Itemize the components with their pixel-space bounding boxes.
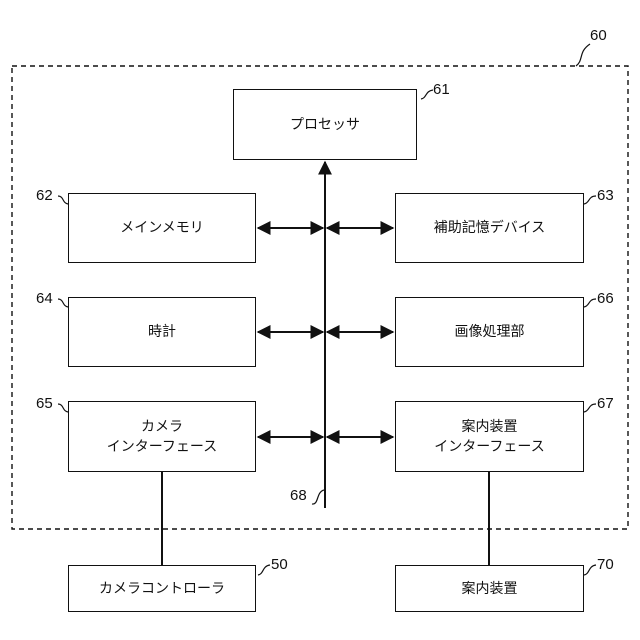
- leader-50: [258, 565, 270, 575]
- ref-68: 68: [290, 488, 307, 504]
- leader-67: [584, 404, 596, 412]
- image-proc-label: 画像処理部: [455, 322, 525, 342]
- clock-block: 時計: [68, 297, 256, 367]
- ref-61: 61: [433, 82, 450, 98]
- clock-label: 時計: [148, 322, 176, 342]
- guide-if-block: 案内装置 インターフェース: [395, 401, 584, 472]
- ref-60: 60: [590, 28, 607, 44]
- aux-storage-label: 補助記憶デバイス: [434, 218, 546, 238]
- processor-label: プロセッサ: [290, 115, 360, 135]
- guide-if-label-line2: インターフェース: [434, 437, 544, 457]
- ref-50: 50: [271, 557, 288, 573]
- leader-68: [312, 490, 324, 504]
- leader-65: [58, 404, 68, 412]
- camera-if-label-line1: カメラ: [141, 417, 183, 437]
- leader-63: [584, 196, 596, 204]
- guide-device-label: 案内装置: [462, 579, 518, 599]
- ref-70: 70: [597, 557, 614, 573]
- leader-60: [576, 44, 590, 66]
- camera-if-label-line2: インターフェース: [107, 437, 217, 457]
- ref-66: 66: [597, 291, 614, 307]
- main-memory-label: メインメモリ: [120, 218, 204, 238]
- guide-device-block: 案内装置: [395, 565, 584, 612]
- ref-67: 67: [597, 396, 614, 412]
- processor-block: プロセッサ: [233, 89, 417, 160]
- leader-61: [421, 90, 433, 99]
- ref-62: 62: [36, 188, 53, 204]
- camera-controller-label: カメラコントローラ: [99, 579, 225, 599]
- main-memory-block: メインメモリ: [68, 193, 256, 263]
- camera-controller-block: カメラコントローラ: [68, 565, 256, 612]
- aux-storage-block: 補助記憶デバイス: [395, 193, 584, 263]
- ref-64: 64: [36, 291, 53, 307]
- camera-if-block: カメラ インターフェース: [68, 401, 256, 472]
- image-proc-block: 画像処理部: [395, 297, 584, 367]
- leader-70: [584, 565, 596, 575]
- guide-if-label-line1: 案内装置: [462, 417, 518, 437]
- leader-62: [58, 196, 68, 204]
- ref-65: 65: [36, 396, 53, 412]
- ref-63: 63: [597, 188, 614, 204]
- leader-66: [584, 299, 596, 307]
- leader-64: [58, 299, 68, 307]
